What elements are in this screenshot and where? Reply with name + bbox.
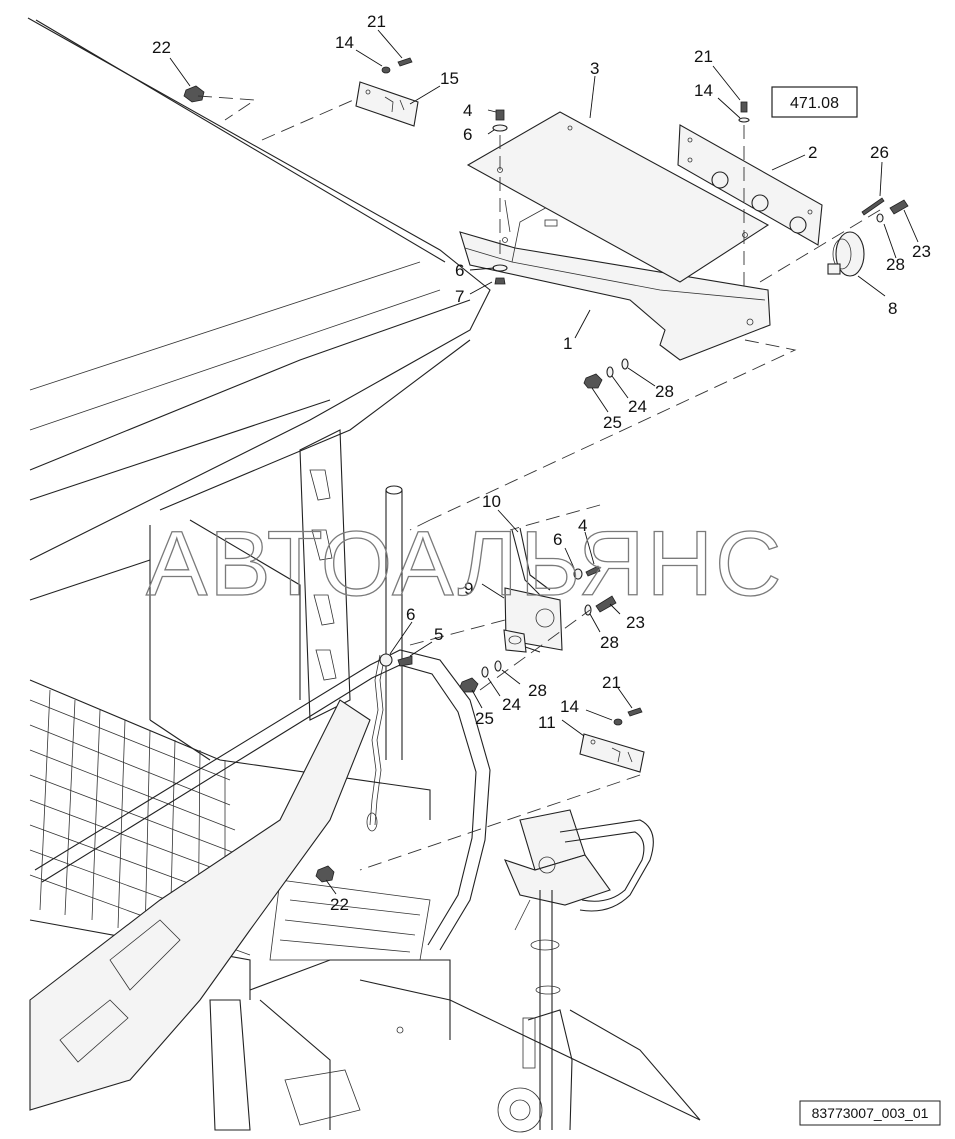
callout-3: 3 [590,59,599,78]
callout-6: 6 [406,605,415,624]
callout-6: 6 [455,261,464,280]
callout-21: 21 [602,673,621,692]
callout-labels: 22 21 14 15 3 4 6 21 14 2 26 23 28 8 6 7… [152,12,931,914]
callout-26: 26 [870,143,889,162]
reference-number: 471.08 [790,95,839,112]
callout-4: 4 [463,101,472,120]
bracket-part-15 [355,81,419,127]
callout-8: 8 [888,299,897,318]
callout-5: 5 [434,625,443,644]
callout-4: 4 [578,516,587,535]
watermark: АВТОАЛЬЯНС [146,513,784,615]
switch-panel-part-2 [677,124,823,246]
callout-28: 28 [600,633,619,652]
callout-25: 25 [603,413,622,432]
beacon-part-8 [827,231,865,277]
callout-22: 22 [152,38,171,57]
callout-28: 28 [886,255,905,274]
fasteners [183,57,909,883]
switch-part-9-body [503,629,527,653]
callout-14: 14 [560,697,579,716]
callout-6: 6 [463,125,472,144]
callout-23: 23 [626,613,645,632]
callout-21: 21 [367,12,386,31]
lower-housing [259,979,701,1133]
callout-14: 14 [335,33,354,52]
alignment-lines [197,95,881,871]
drawing-id-box: 83773007_003_01 [799,1100,941,1126]
callout-1: 1 [563,334,572,353]
clip-part-10 [511,527,551,596]
callout-15: 15 [440,69,459,88]
leader-lines [169,29,919,895]
callout-10: 10 [482,492,501,511]
callout-11: 11 [538,713,556,732]
callout-23: 23 [912,242,931,261]
machine-canopy [27,17,491,761]
callout-6: 6 [553,530,562,549]
callout-14: 14 [694,81,713,100]
vertical-pole [366,485,403,832]
callout-24: 24 [628,397,647,416]
canopy-post [299,429,351,721]
callout-28: 28 [528,681,547,700]
bracket-part-1 [459,199,771,361]
drawing-id: 83773007_003_01 [812,1105,929,1121]
callout-28: 28 [655,382,674,401]
callout-24: 24 [502,695,521,714]
callout-7: 7 [455,287,464,306]
callout-21: 21 [694,47,713,66]
bracket-part-11 [579,733,645,773]
handrail-frame [29,649,491,1131]
callout-25: 25 [475,709,494,728]
callout-22: 22 [330,895,349,914]
callout-2: 2 [808,143,817,162]
reference-box: 471.08 [771,86,858,118]
control-console-stand [504,809,654,1131]
callout-9: 9 [464,579,473,598]
